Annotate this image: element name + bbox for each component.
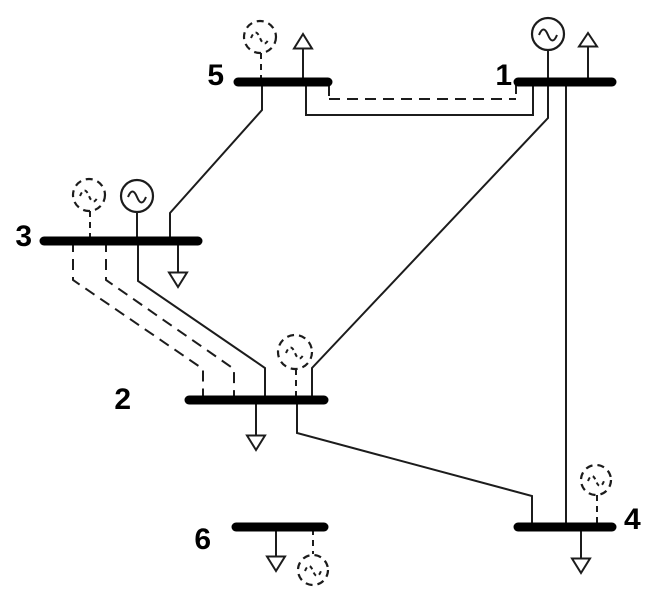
load-bus3-arrow	[167, 243, 189, 289]
generator-bus1-existing	[530, 16, 566, 81]
bus-labels-group: 5 1 3 2 6 4	[15, 59, 641, 556]
generator-bus2-icon	[276, 333, 314, 371]
bus-1-label: 1	[495, 59, 512, 92]
bus-3-label: 3	[15, 220, 32, 253]
branch-1-2-solid	[311, 82, 549, 400]
generator-bus5-sine-icon	[250, 31, 270, 45]
branches-group	[72, 82, 567, 527]
generator-bus6-icon	[296, 553, 330, 587]
load-bus6-arrowhead-icon	[265, 555, 287, 573]
load-bus6-arrow	[265, 529, 287, 573]
load-bus1-arrow	[577, 31, 599, 81]
load-bus4-arrow	[570, 529, 592, 575]
branch-5-1-solid	[305, 82, 534, 116]
bus-2-label: 2	[114, 383, 131, 416]
generator-bus5-candidate	[242, 19, 278, 81]
generator-bus5-icon	[242, 19, 278, 55]
buses-group	[39, 77, 617, 532]
load-bus5-arrowhead-icon	[292, 32, 314, 50]
generator-bus2-sine-icon	[285, 346, 305, 360]
load-bus5-arrow	[292, 32, 314, 81]
load-bus2-arrowhead-icon	[245, 434, 267, 452]
branch-5-1-dashed	[328, 84, 517, 100]
generator-bus3-candidate-icon	[71, 177, 107, 213]
generator-bus3-existing-sine-icon	[127, 190, 147, 204]
loads-group	[167, 31, 599, 575]
branch-3-2-dashed-a	[72, 241, 204, 400]
generators-group	[71, 16, 613, 587]
generator-bus3-candidate-sine-icon	[79, 189, 99, 203]
generator-bus6-candidate	[296, 529, 330, 587]
load-bus4-arrowhead-icon	[570, 557, 592, 575]
generator-bus3-candidate	[71, 177, 107, 240]
branch-3-2-solid	[137, 241, 266, 400]
generator-bus3-existing	[119, 178, 155, 240]
branch-5-3-solid	[169, 82, 263, 241]
load-bus2-arrow	[245, 402, 267, 452]
bus-6-label: 6	[194, 523, 211, 556]
branch-3-2-dashed-b	[105, 241, 235, 400]
bus-5-label: 5	[207, 59, 224, 92]
branch-2-4-solid	[296, 400, 533, 527]
bus-4-label: 4	[624, 503, 641, 536]
load-bus3-arrowhead-icon	[167, 271, 189, 289]
generator-bus1-sine-icon	[538, 28, 558, 42]
generator-bus4-candidate	[579, 463, 613, 526]
generator-bus4-icon	[579, 463, 613, 497]
load-bus1-arrowhead-icon	[577, 31, 599, 48]
generator-bus2-candidate	[276, 333, 314, 399]
